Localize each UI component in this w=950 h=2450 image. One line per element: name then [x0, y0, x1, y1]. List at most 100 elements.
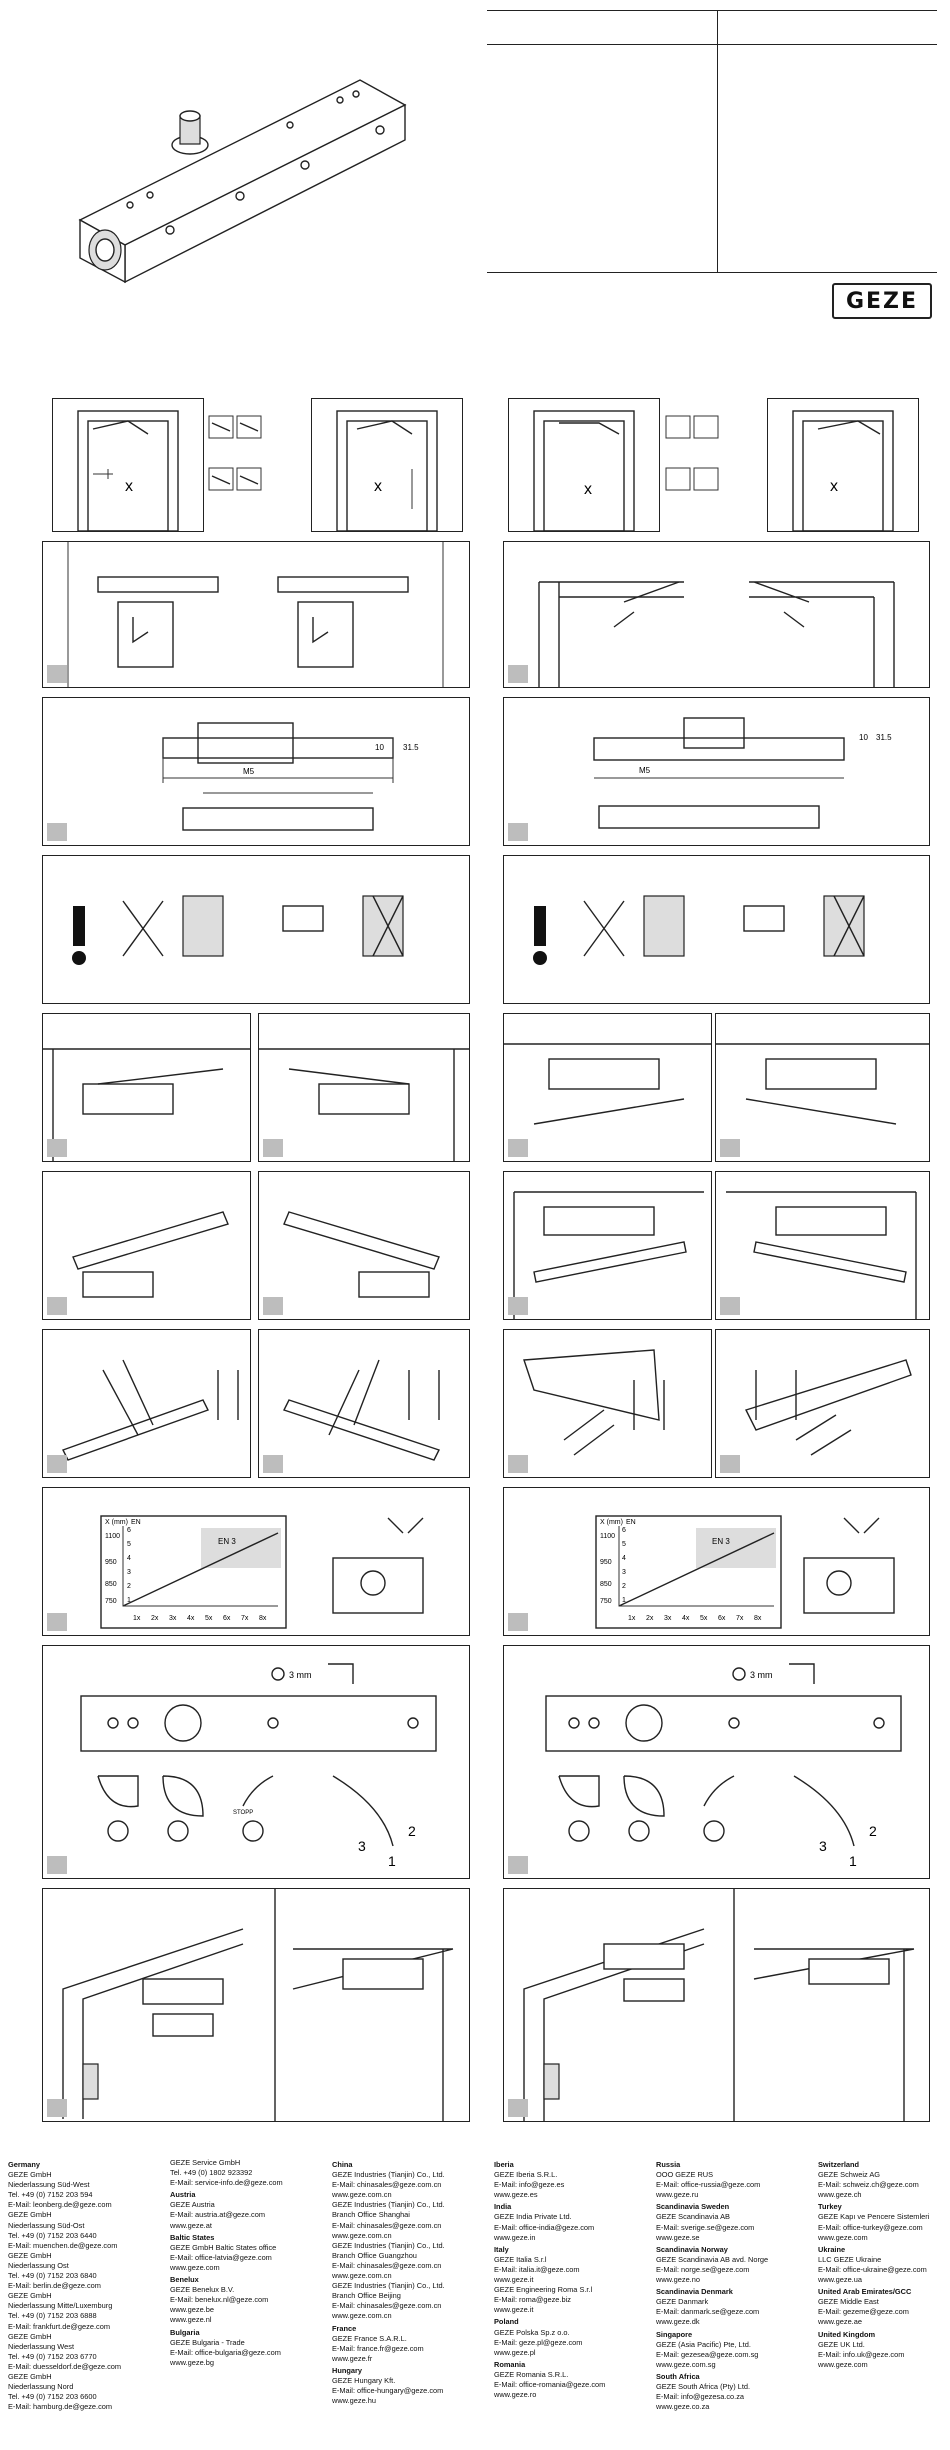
- footer-address-line: www.geze.com: [818, 2232, 868, 2242]
- panel-step-4-right-b: [715, 1013, 930, 1162]
- step-marker: [263, 1139, 283, 1157]
- stop-label: STOPP: [233, 1810, 253, 1816]
- panel-step-4-right-a: [503, 1013, 712, 1162]
- chart-x-tick: 5x: [205, 1615, 213, 1622]
- panel-step-6-left-a: [42, 1329, 251, 1478]
- footer-address-line: E-Mail: chinasales@geze.com.cn: [332, 2220, 442, 2230]
- footer-address-line: Niederlassung Süd-Ost: [8, 2220, 85, 2230]
- footer-address-line: GEZE Service GmbH: [170, 2158, 241, 2167]
- footer-address-line: E-Mail: chinasales@geze.com.cn: [332, 2180, 442, 2190]
- step-marker: [508, 665, 528, 683]
- footer-address-line: E-Mail: service-info.de@geze.com: [170, 2178, 283, 2188]
- footer-address-line: E-Mail: office-russia@geze.com: [656, 2180, 761, 2190]
- footer-address-line: GEZE India Private Ltd.: [494, 2212, 572, 2222]
- footer-address-line: www.geze.com: [170, 2262, 220, 2272]
- step-marker: [508, 1297, 528, 1315]
- chart-x-tick: 8x: [754, 1615, 762, 1622]
- panel-door-right-a: x: [508, 398, 660, 532]
- footer-address-line: E-Mail: roma@geze.biz: [494, 2295, 571, 2305]
- step-marker: [508, 1856, 528, 1874]
- panel-step-6-right-b: [715, 1329, 930, 1478]
- step-marker: [47, 1455, 67, 1473]
- footer-address-line: Niederlassung Nord: [8, 2382, 74, 2392]
- footer-address-line: Tel. +49 (0) 7152 203 6888: [8, 2311, 97, 2321]
- step-marker: [47, 1297, 67, 1315]
- panel-door-right-c: x: [767, 398, 919, 532]
- step-marker: [508, 1139, 528, 1157]
- dim-label: 10: [375, 743, 384, 752]
- footer-address-line: GEZE Scandinavia AB avd. Norge: [656, 2254, 769, 2264]
- footer-country: Bulgaria: [170, 2327, 200, 2337]
- footer-address-line: www.geze.nl: [170, 2315, 212, 2325]
- step-marker: [47, 1856, 67, 1874]
- logo-text: GEZE: [845, 288, 919, 314]
- header-rule-mid: [487, 44, 937, 45]
- footer-address-line: E-Mail: schweiz.ch@geze.com: [818, 2180, 919, 2190]
- footer-address-line: www.geze.in: [494, 2232, 536, 2242]
- chart-x-tick: 1x: [628, 1615, 636, 1622]
- header-rule-top: [487, 10, 937, 11]
- footer-address-line: Tel. +49 (0) 7152 203 6770: [8, 2351, 97, 2361]
- footer-address-line: www.geze.com.cn: [332, 2190, 392, 2200]
- step-marker: [47, 2099, 67, 2117]
- footer-address-line: www.geze.bg: [170, 2357, 214, 2367]
- dim-label: 31.5: [876, 733, 892, 742]
- footer-address-line: www.geze.it: [494, 2305, 534, 2315]
- footer-address-line: GEZE GmbH: [8, 2331, 52, 2341]
- chart-y-tick: 950: [105, 1559, 117, 1566]
- footer-address-line: E-Mail: office-romania@geze.com: [494, 2379, 606, 2389]
- footer-country: United Kingdom: [818, 2329, 876, 2339]
- footer-address-line: Tel. +49 (0) 7152 203 6440: [8, 2230, 97, 2240]
- footer-country: Iberia: [494, 2160, 514, 2169]
- footer-country: South Africa: [656, 2371, 700, 2381]
- step-marker: [720, 1139, 740, 1157]
- footer-address-line: www.geze.no: [656, 2275, 700, 2285]
- footer-address-line: E-Mail: chinasales@geze.com.cn: [332, 2260, 442, 2270]
- footer-address-line: www.geze.dk: [656, 2317, 700, 2327]
- dim-label: M5: [639, 766, 651, 775]
- chart-en-tick: 1: [127, 1597, 131, 1604]
- panel-door-right-b: [664, 398, 722, 530]
- footer-address-line: GEZE GmbH: [8, 2371, 52, 2381]
- chart-y-tick: 750: [600, 1598, 612, 1605]
- panel-step-1-right: [503, 541, 930, 688]
- footer-country: Italy: [494, 2244, 509, 2254]
- footer-address-line: Tel. +49 (0) 7152 203 594: [8, 2190, 93, 2200]
- step-marker: [263, 1297, 283, 1315]
- footer-address-line: E-Mail: office-ukraine@geze.com: [818, 2264, 927, 2274]
- footer-address-line: GEZE GmbH Baltic States office: [170, 2242, 277, 2252]
- chart-x-tick: 7x: [241, 1615, 249, 1622]
- footer-address-line: E-Mail: info@geze.es: [494, 2180, 565, 2190]
- chart-y-tick: 950: [600, 1559, 612, 1566]
- footer-country: United Arab Emirates/GCC: [818, 2287, 912, 2297]
- chart-x-tick: 6x: [718, 1615, 726, 1622]
- step-marker: [508, 823, 528, 841]
- footer-address-line: E-Mail: office-hungary@geze.com: [332, 2386, 444, 2396]
- footer-address-line: E-Mail: chinasales@geze.com.cn: [332, 2301, 442, 2311]
- footer-address-line: E-Mail: office-india@geze.com: [494, 2222, 595, 2232]
- footer-address-line: www.geze.es: [494, 2190, 538, 2200]
- panel-step-3-left: [42, 855, 470, 1004]
- hex-key-label: 3 mm: [750, 1670, 773, 1680]
- chart-en-tick: 1: [622, 1597, 626, 1604]
- panel-step-8-right: 3 mm 1 2 3: [503, 1645, 930, 1879]
- chart-x-tick: 3x: [664, 1615, 672, 1622]
- panel-door-left-b: [207, 398, 265, 530]
- footer-address-line: E-Mail: hamburg.de@geze.com: [8, 2402, 113, 2412]
- panel-step-3-right: [503, 855, 930, 1004]
- footer-country: Scandinavia Denmark: [656, 2287, 733, 2297]
- chart-y-tick: 750: [105, 1598, 117, 1605]
- header-rule-vertical: [717, 10, 718, 272]
- footer-address-line: www.geze.fr: [332, 2353, 373, 2363]
- step-marker: [720, 1297, 740, 1315]
- panel-step-8-left: 3 mm STOPP 1 2 3: [42, 1645, 470, 1879]
- panel-step-7-left: X (mm) EN 1100 950 850 750 6 5 4 3 2 1 1…: [42, 1487, 470, 1636]
- chart-y-tick: 1100: [600, 1533, 615, 1540]
- step-marker: [508, 1455, 528, 1473]
- panel-door-left-a: x: [52, 398, 204, 532]
- footer-address-line: www.geze.at: [170, 2220, 212, 2230]
- valve-number: 2: [869, 1823, 877, 1839]
- footer-address-line: GEZE Austria: [170, 2200, 215, 2210]
- valve-number: 1: [849, 1853, 857, 1869]
